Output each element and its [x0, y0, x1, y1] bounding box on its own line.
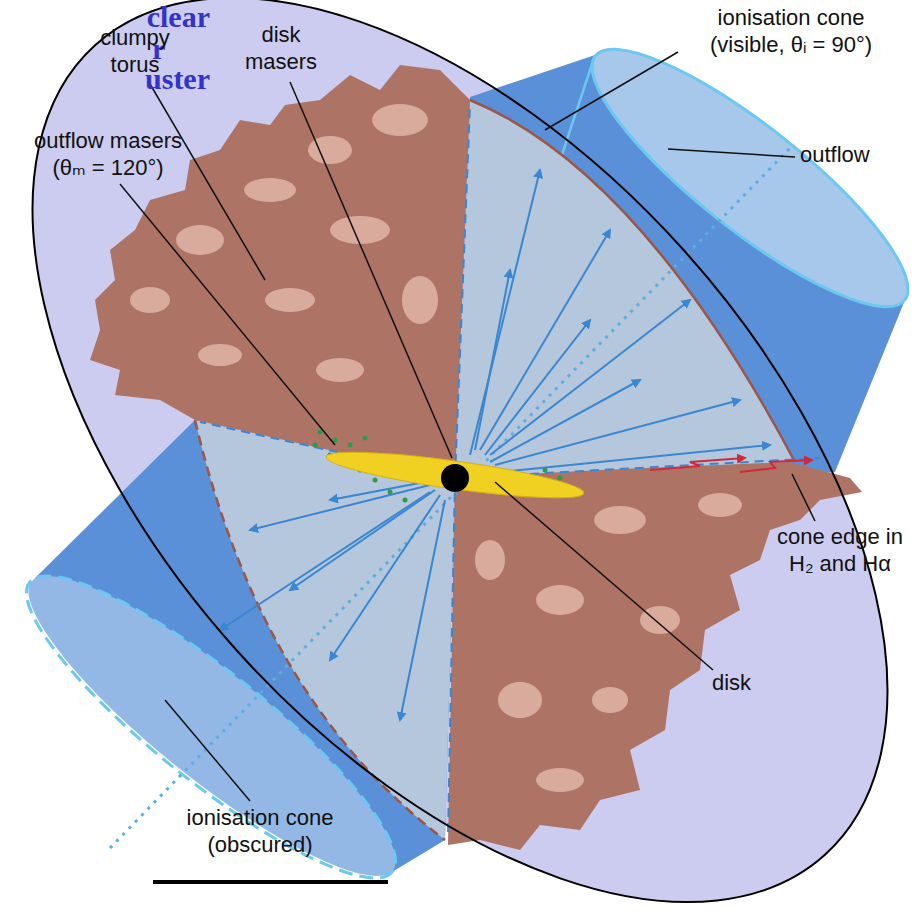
callout-label: clumpy torus: [85, 25, 185, 79]
illustration-part: [318, 430, 323, 435]
illustration-part: [372, 104, 428, 136]
illustration-part: [448, 478, 455, 835]
illustration-part: [536, 768, 584, 792]
illustration-part: [244, 178, 296, 202]
illustration-part: [403, 498, 408, 503]
callout-label: cone edge in H₂ and Hα: [765, 524, 915, 578]
illustration-part: [485, 320, 590, 455]
illustration-part: [330, 495, 440, 660]
illustration-part: [265, 288, 315, 312]
illustration-part: [90, 65, 470, 478]
illustration-part: [792, 474, 815, 521]
illustration-part: [455, 105, 470, 478]
illustration-part: [373, 478, 378, 483]
illustration-part: [543, 468, 548, 473]
illustration-part: [220, 492, 430, 630]
illustration-part: [400, 500, 445, 720]
illustration-part: [330, 216, 390, 244]
callout-label: outflow masers (θₘ = 120°): [28, 128, 188, 182]
illustration-part: [490, 300, 690, 455]
illustration-part: [558, 476, 563, 481]
callout-label: disk masers: [235, 22, 327, 76]
illustration-part: [475, 540, 505, 580]
obscured-cone: [0, 420, 455, 915]
black-hole: [441, 464, 469, 492]
illustration-part: [120, 184, 335, 445]
illustration-part: [495, 400, 740, 465]
illustration-part: [130, 287, 170, 313]
illustration-part: [198, 344, 242, 366]
illustration-part: [698, 493, 742, 517]
cone-axis: [110, 146, 792, 848]
illustration-part: [176, 225, 224, 255]
illustration-part: [313, 443, 318, 448]
illustration-part: [650, 458, 745, 470]
illustration-part: [480, 230, 610, 450]
illustration-part: [402, 276, 438, 324]
illustration-part: [348, 443, 353, 448]
illustration-part: [495, 482, 713, 670]
illustration-part: [290, 490, 435, 590]
illustration-part: [536, 585, 584, 615]
callout-label: ionisation cone (visible, θᵢ = 90°): [682, 5, 900, 59]
illustration-part: [388, 490, 393, 495]
illustration-part: [592, 687, 628, 713]
cone-edge-arrows: [650, 458, 812, 472]
illustration-part: [330, 482, 425, 500]
illustration-part: [475, 270, 510, 450]
illustration-part: [498, 682, 542, 718]
illustration-part: [150, 84, 265, 280]
illustration-part: [316, 358, 364, 382]
dashed-boundaries: [200, 105, 820, 835]
illustration-part: [455, 100, 795, 478]
illustration-part: [668, 149, 795, 157]
scale-bar: [153, 880, 388, 884]
illustration-part: [250, 485, 430, 530]
illustration-part: [500, 445, 770, 472]
illustration-part: [545, 52, 678, 130]
callout-label: outflow: [800, 142, 900, 169]
illustration-part: [470, 170, 540, 455]
outflow-arrows: [220, 170, 770, 720]
illustration-part: [363, 436, 368, 441]
accretion-disk: [324, 443, 585, 507]
illustration-part: [470, 100, 795, 462]
callout-label: ionisation cone (obscured): [160, 805, 360, 859]
illustration-part: [195, 420, 445, 840]
visible-cone: [455, 15, 921, 478]
illustration-part: [165, 700, 250, 801]
illustration-part: [290, 82, 452, 458]
illustration-part: [594, 506, 646, 534]
leader-lines: [120, 52, 815, 801]
illustration-part: [640, 606, 680, 634]
illustration-part: [740, 460, 812, 472]
illustration-part: [448, 462, 862, 850]
callout-label: disk: [712, 670, 792, 697]
clumpy-torus: [90, 65, 862, 850]
